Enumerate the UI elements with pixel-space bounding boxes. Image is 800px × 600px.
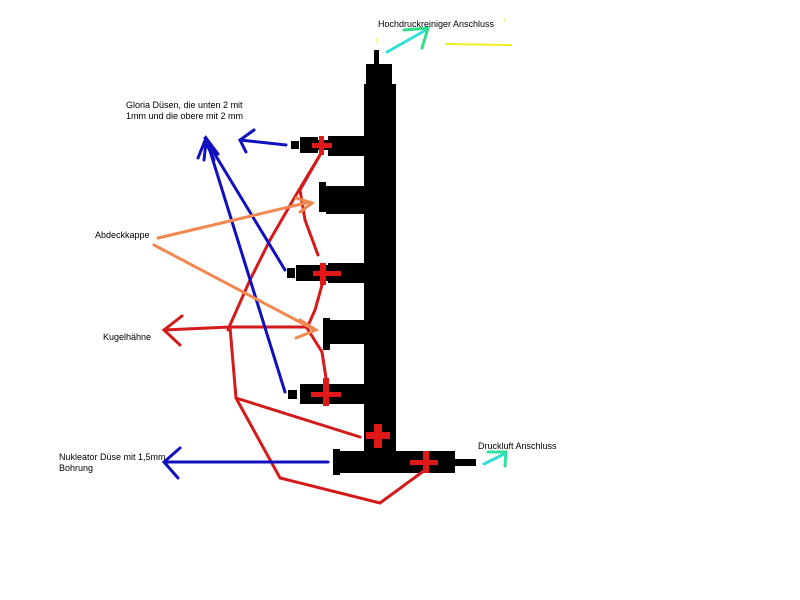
manifold-body	[364, 84, 396, 454]
yellow-mark	[444, 43, 513, 46]
label-high-pressure-connection: Hochdruckreiniger Anschluss	[378, 19, 495, 29]
valve-cross-main-h	[366, 432, 390, 439]
branch-gloria-bottom	[288, 378, 366, 406]
valve-cross-5-h	[311, 392, 341, 397]
manifold-top-cap	[366, 64, 392, 84]
air-inlet-pin	[455, 459, 476, 466]
high-pressure-inlet-pin	[374, 50, 379, 64]
label-nucleator-nozzle: Nukleator Düse mit 1,5mm Bohrung	[59, 452, 166, 473]
branch-gloria-top	[291, 136, 366, 156]
branch-gloria-middle	[287, 263, 366, 285]
branch-cap-top	[319, 182, 366, 214]
valve-cross-1-h	[312, 143, 332, 148]
cap-arrows	[152, 196, 320, 340]
valve-cross-3-h	[313, 271, 341, 276]
label-gloria-nozzles: Gloria Düsen, die unten 2 mit 1mm und di…	[126, 100, 244, 121]
ball-valves-arrow	[161, 314, 232, 347]
valve-cross-air-h	[410, 460, 438, 465]
compressed-air-arrow	[482, 450, 508, 468]
label-cover-cap: Abdeckkappe	[95, 230, 150, 240]
high-pressure-arrow	[385, 26, 431, 54]
nucleator-nozzle	[333, 449, 340, 475]
nozzle-arrows	[161, 128, 330, 480]
label-ball-valves: Kugelhähne	[103, 332, 152, 342]
branch-cap-bottom	[323, 318, 366, 350]
label-compressed-air-connection: Druckluft Anschluss	[478, 441, 557, 451]
